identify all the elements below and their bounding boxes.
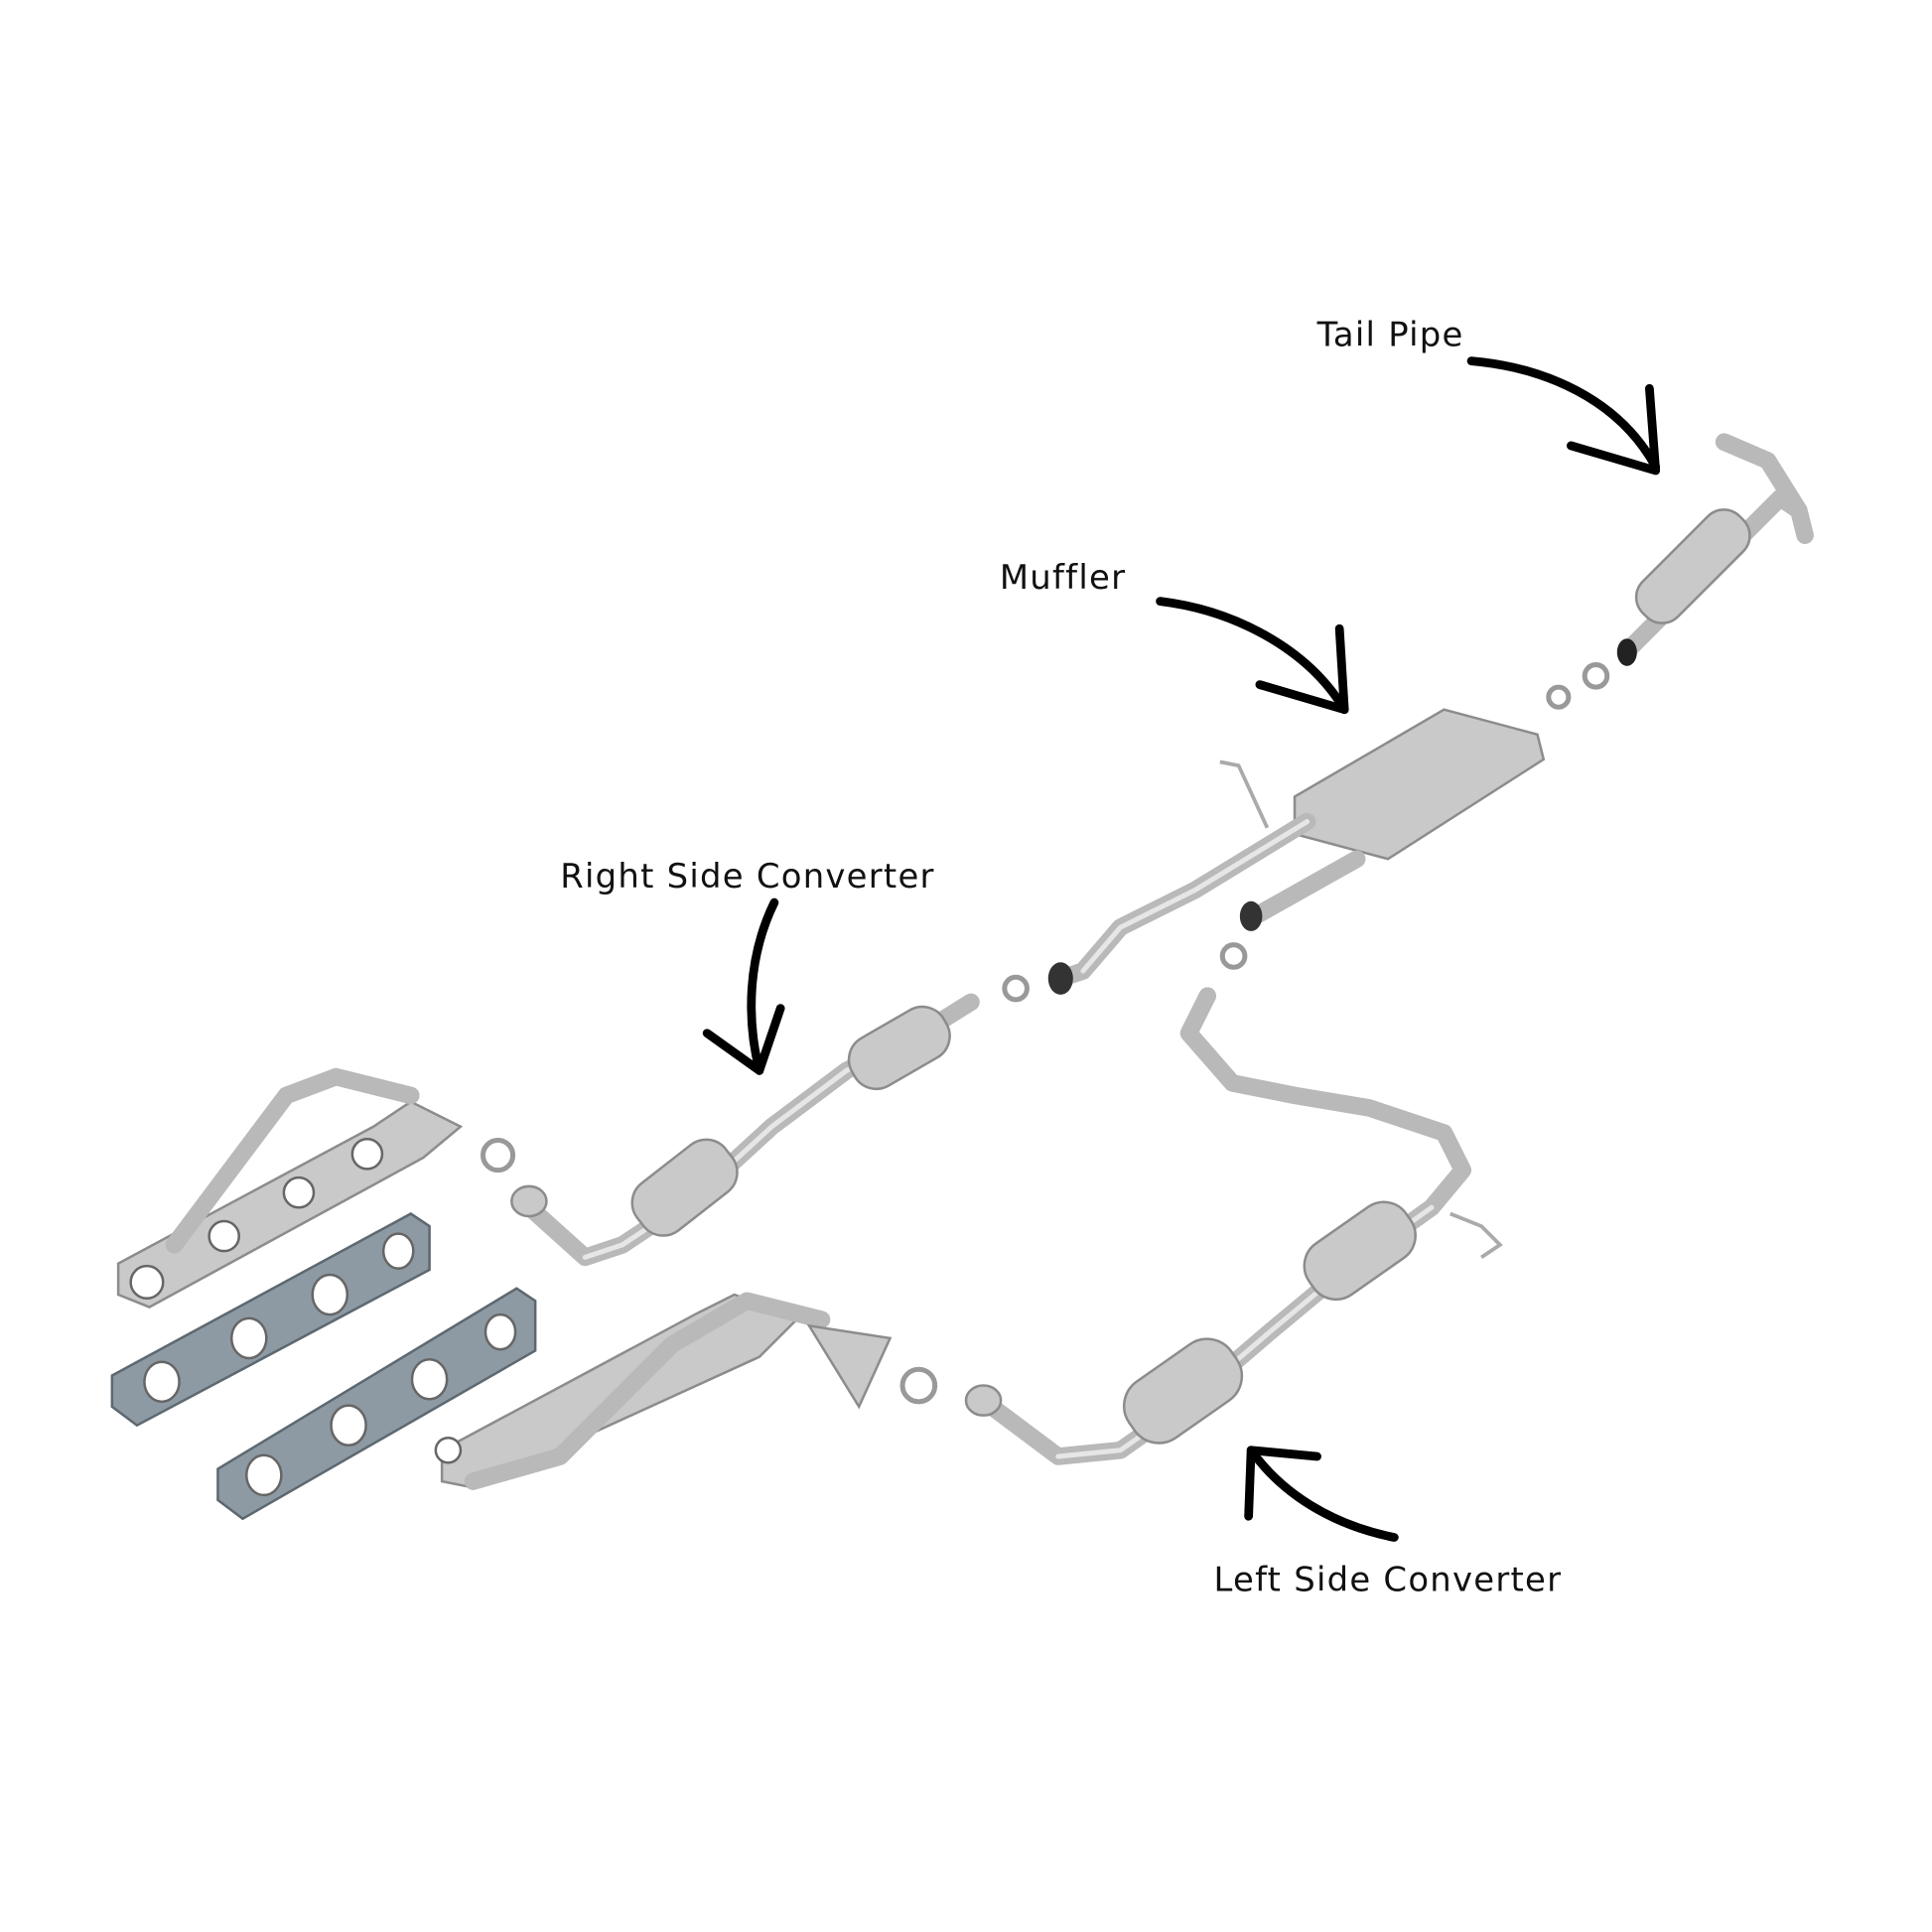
manifold-gasket bbox=[216, 1287, 537, 1521]
right-side-converter-label: Right Side Converter bbox=[560, 857, 934, 896]
tail-pipe-label: Tail Pipe bbox=[1316, 316, 1464, 354]
left-side-converter-arrow bbox=[1244, 1446, 1399, 1542]
muffler-label: Muffler bbox=[1000, 558, 1126, 597]
manifold-gasket bbox=[110, 1212, 431, 1428]
right-exhaust-manifold bbox=[116, 1067, 464, 1309]
left-exhaust-manifold bbox=[434, 1292, 893, 1490]
muffler-part bbox=[1002, 708, 1546, 1003]
right-side-converter-part bbox=[480, 993, 980, 1267]
tail-pipe-arrow bbox=[1466, 356, 1661, 476]
muffler-arrow bbox=[1156, 597, 1349, 715]
right-side-converter-arrow bbox=[702, 897, 785, 1075]
left-side-converter-label: Left Side Converter bbox=[1214, 1560, 1563, 1598]
left-side-converter-part bbox=[899, 987, 1503, 1465]
tail-pipe-part bbox=[1546, 433, 1814, 710]
